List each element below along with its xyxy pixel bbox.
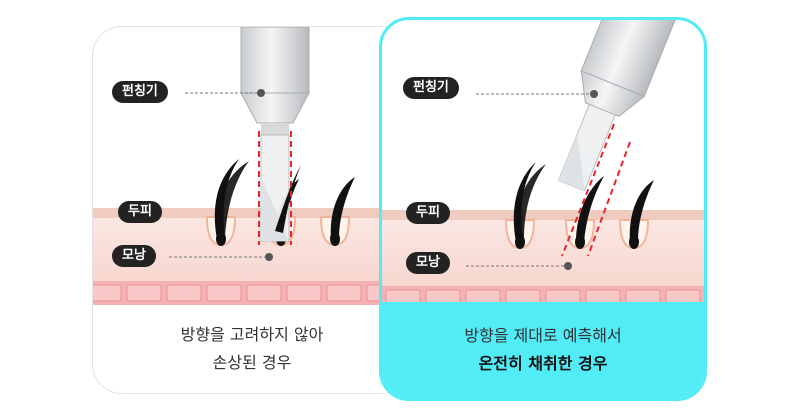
follicle-pointer-dot	[265, 253, 273, 261]
punch-tool-left	[240, 27, 310, 242]
scalp-surface	[382, 210, 704, 220]
punch-pointer-dot	[257, 89, 265, 97]
label-scalp-left: 두피	[118, 201, 162, 223]
label-punch-left: 펀칭기	[112, 81, 168, 103]
follicle-pointer-dot	[564, 262, 572, 270]
hair-right-3	[629, 180, 654, 249]
hair-left-1	[214, 159, 249, 246]
hair-left-3	[330, 177, 355, 246]
left-scalp-illustration	[93, 27, 411, 305]
right-caption: 방향을 제대로 예측해서 온전히 채취한 경우	[382, 302, 704, 398]
label-scalp-right: 두피	[406, 202, 450, 224]
cell-row	[93, 281, 411, 305]
left-caption-line2: 손상된 경우	[212, 353, 292, 372]
guide-lines-right	[561, 123, 631, 257]
left-caption: 방향을 고려하지 않아 손상된 경우	[93, 305, 411, 393]
right-caption-line2: 온전히 채취한 경우	[478, 354, 608, 373]
left-caption-line1: 방향을 고려하지 않아	[180, 325, 324, 344]
left-panel-damaged: 방향을 고려하지 않아 손상된 경우	[92, 26, 412, 394]
punch-pointer-dot	[590, 90, 598, 98]
hair-right-2	[575, 176, 604, 249]
guide-lines-left	[258, 131, 292, 245]
punch-tool-right	[557, 20, 679, 192]
right-caption-line1: 방향을 제대로 예측해서	[464, 326, 622, 345]
scalp-surface	[93, 208, 411, 218]
label-follicle-left: 모낭	[112, 245, 156, 267]
label-follicle-right: 모낭	[406, 252, 450, 274]
hair-right-1	[513, 162, 546, 249]
label-punch-right: 펀칭기	[403, 77, 459, 99]
